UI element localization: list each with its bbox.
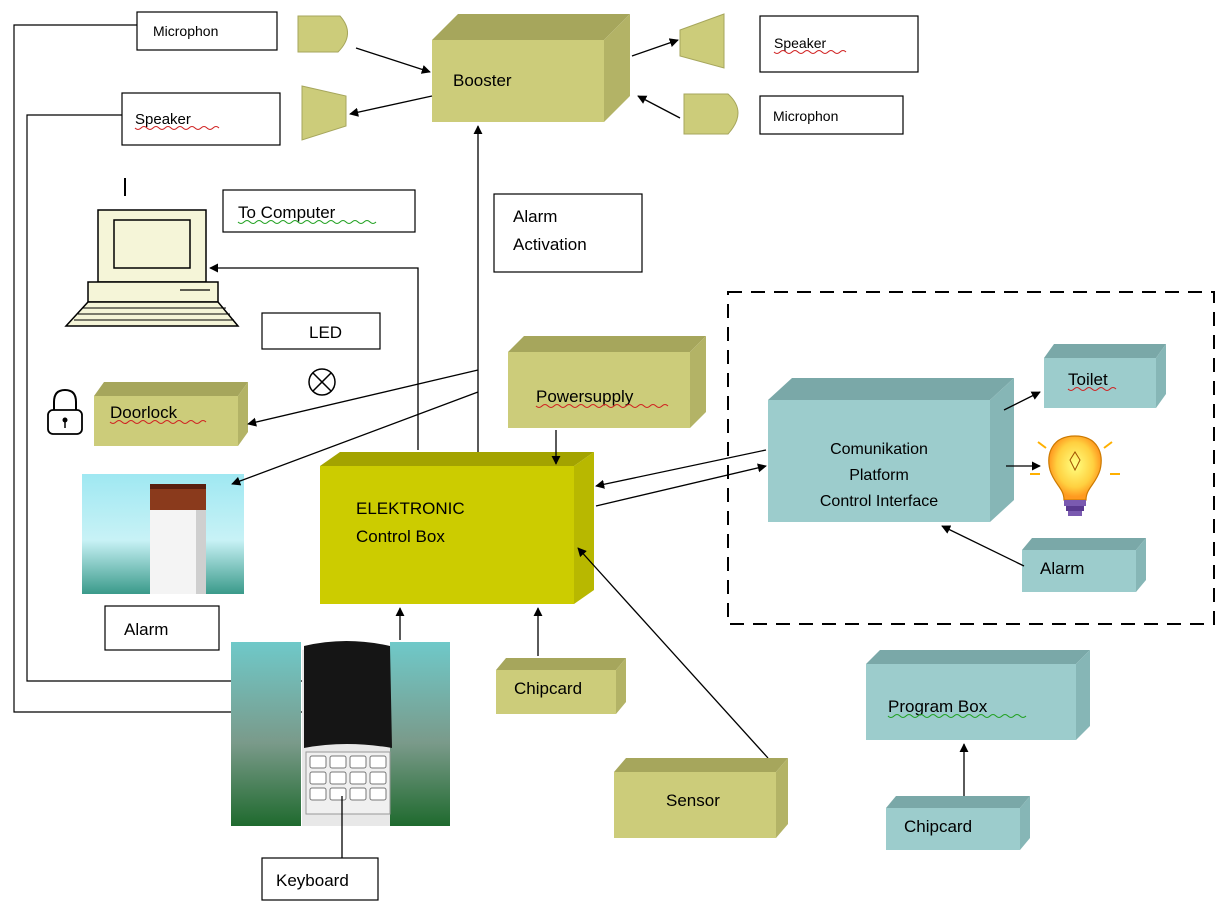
communication-platform-box: Comunikation Platform Control Interface xyxy=(768,378,1014,522)
svg-text:Toilet: Toilet xyxy=(1068,370,1108,389)
speaker-right-label: Speaker xyxy=(759,15,919,73)
svg-text:Control Box: Control Box xyxy=(356,527,445,546)
to-computer-label: To Computer xyxy=(222,189,416,233)
microphone-icon xyxy=(683,93,739,135)
svg-text:Alarm: Alarm xyxy=(1040,559,1084,578)
svg-text:Sensor: Sensor xyxy=(666,791,720,810)
speaker-icon xyxy=(301,85,347,141)
toilet-box: Toilet xyxy=(1044,344,1166,408)
microphone-icon xyxy=(297,15,348,53)
alarm-panel-box: Alarm xyxy=(1022,538,1146,592)
svg-text:ELEKTRONIC: ELEKTRONIC xyxy=(356,499,465,518)
svg-text:Doorlock: Doorlock xyxy=(110,403,178,422)
chipcard-right-box: Chipcard xyxy=(886,796,1030,850)
svg-text:Speaker: Speaker xyxy=(135,111,191,128)
svg-text:Microphon: Microphon xyxy=(773,108,838,124)
computer-icon xyxy=(64,178,240,327)
svg-text:Comunikation: Comunikation xyxy=(830,441,928,458)
microphon-right-label: Microphon xyxy=(759,95,904,135)
svg-text:Alarm: Alarm xyxy=(124,620,168,639)
lightbulb-icon xyxy=(1030,435,1120,516)
svg-text:Program Box: Program Box xyxy=(888,697,988,716)
led-label: LED xyxy=(261,312,381,350)
alarm-activation-label: Alarm Activation xyxy=(493,193,643,273)
svg-text:Chipcard: Chipcard xyxy=(514,679,582,698)
svg-text:Microphon: Microphon xyxy=(153,23,218,39)
chipcard-center-box: Chipcard xyxy=(496,658,626,714)
powersupply-box: Powersupply xyxy=(508,336,706,428)
svg-text:To Computer: To Computer xyxy=(238,203,336,222)
svg-text:Activation: Activation xyxy=(513,235,587,254)
svg-text:LED: LED xyxy=(309,323,342,342)
svg-text:Chipcard: Chipcard xyxy=(904,817,972,836)
booster-arrows xyxy=(349,38,681,462)
led-lamp-icon xyxy=(308,368,336,396)
elektronic-control-box: ELEKTRONIC Control Box xyxy=(320,452,594,604)
padlock-icon xyxy=(47,388,83,435)
microphon-left-label: Microphon xyxy=(136,11,278,51)
svg-text:Speaker: Speaker xyxy=(774,35,826,51)
svg-text:Alarm: Alarm xyxy=(513,207,557,226)
alarm-siren-image xyxy=(82,474,244,594)
svg-text:Powersupply: Powersupply xyxy=(536,387,634,406)
doorlock-box: Doorlock xyxy=(94,382,248,446)
program-box: Program Box xyxy=(866,650,1090,740)
booster-box: Booster xyxy=(432,14,630,122)
sensor-box: Sensor xyxy=(614,758,788,838)
svg-text:Keyboard: Keyboard xyxy=(276,871,349,890)
alarm-left-label: Alarm xyxy=(104,605,220,651)
keyboard-label: Keyboard xyxy=(261,857,379,901)
keypad-image xyxy=(231,641,450,826)
communication-region xyxy=(727,291,1215,625)
control-box-wiring xyxy=(209,263,769,759)
svg-text:Platform: Platform xyxy=(849,467,909,484)
speaker-left-label: Speaker xyxy=(121,92,281,146)
communication-arrows xyxy=(941,391,1041,567)
left-wiring xyxy=(13,24,302,713)
svg-text:Booster: Booster xyxy=(453,71,512,90)
speaker-icon xyxy=(679,13,725,69)
svg-text:Control Interface: Control Interface xyxy=(820,493,938,510)
